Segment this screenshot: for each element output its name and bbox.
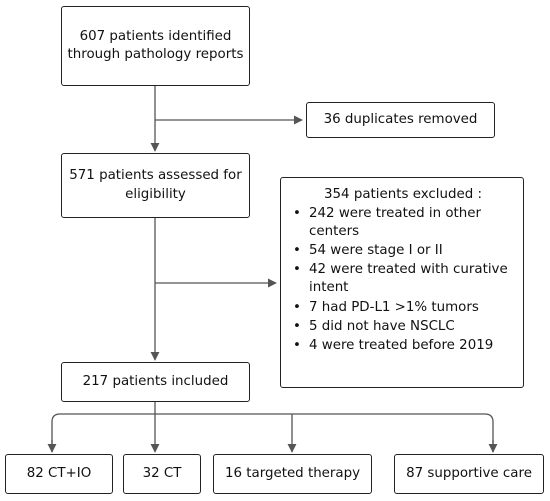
excluded-list: 242 were treated in other centers 54 wer… <box>289 205 517 355</box>
box-duplicates: 36 duplicates removed <box>306 102 495 138</box>
box-excluded: 354 patients excluded : 242 were treated… <box>280 177 524 388</box>
excluded-item: 242 were treated in other centers <box>289 205 517 241</box>
excluded-item: 42 were treated with curative intent <box>289 261 517 297</box>
excluded-item: 7 had PD-L1 >1% tumors <box>289 299 517 317</box>
box-targeted-therapy: 16 targeted therapy <box>213 454 372 494</box>
excluded-item: 4 were treated before 2019 <box>289 337 517 355</box>
split-bar <box>51 413 494 452</box>
excluded-item: 5 did not have NSCLC <box>289 318 517 336</box>
box-ct-io: 82 CT+IO <box>5 454 113 494</box>
box-supportive-care: 87 supportive care <box>394 454 544 494</box>
box-included: 217 patients included <box>61 362 250 402</box>
box-assessed: 571 patients assessed for eligibility <box>61 153 250 218</box>
excluded-item: 54 were stage I or II <box>289 242 517 260</box>
box-ct: 32 CT <box>123 454 201 494</box>
box-identified: 607 patients identified through patholog… <box>61 6 250 86</box>
excluded-heading: 354 patients excluded : <box>324 187 482 202</box>
